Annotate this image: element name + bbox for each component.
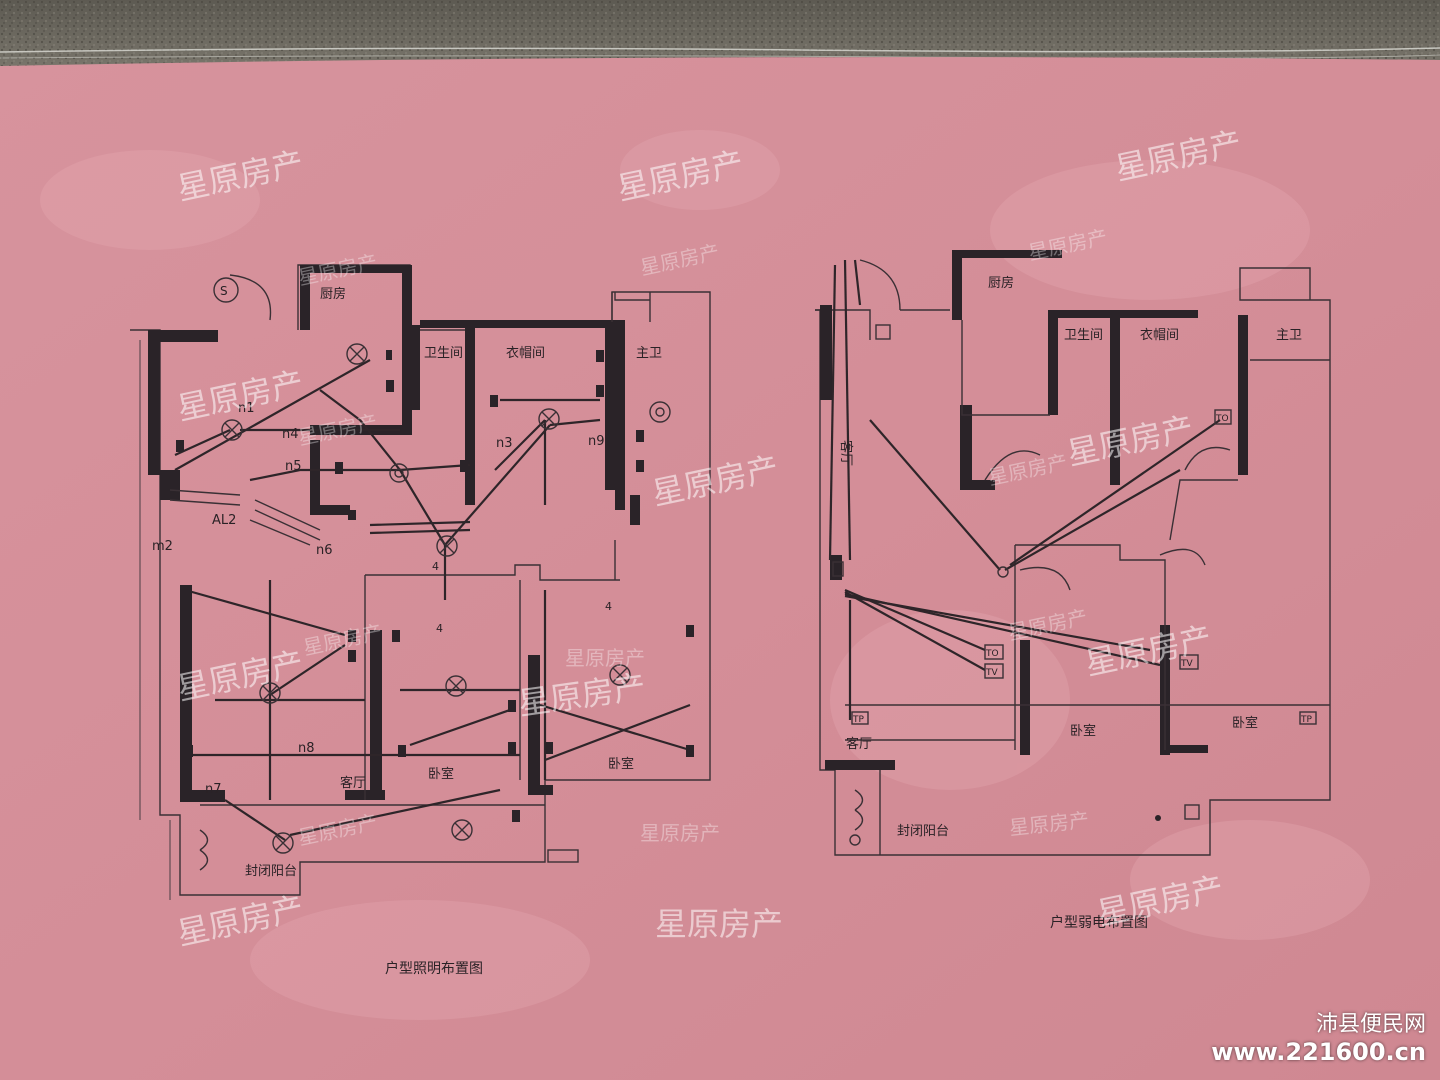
- room-label-closet: 衣帽间: [1140, 327, 1179, 343]
- circuit-label: n9: [588, 434, 605, 449]
- plan-caption-lighting: 户型照明布置图: [385, 960, 483, 977]
- circuit-label: AL2: [212, 513, 236, 528]
- circuit-label: n7: [205, 782, 222, 797]
- room-label-bedroom-2: 卧室: [1232, 715, 1258, 731]
- mesh-strand: [0, 54, 1440, 59]
- room-label-kitchen: 厨房: [320, 286, 346, 302]
- circuit-count: 4: [605, 600, 612, 613]
- outlet-symbols: [832, 324, 1317, 820]
- circuit-label: m2: [152, 539, 173, 554]
- room-label-closet: 衣帽间: [506, 345, 545, 361]
- outlet-label: TO: [985, 649, 999, 659]
- site-watermark-name: 沛县便民网: [1315, 1012, 1426, 1037]
- site-watermark-url: www.221600.cn: [1211, 1038, 1426, 1066]
- plan-caption-low-voltage: 户型弱电布置图: [1050, 914, 1148, 931]
- room-label-balcony: 封闭阳台: [897, 824, 949, 839]
- circuit-label: n6: [316, 543, 333, 558]
- outlet-label: TO: [1215, 414, 1229, 424]
- outlet-label: TV: [1180, 659, 1193, 669]
- room-label-balcony: 封闭阳台: [245, 864, 297, 879]
- room-label-bathroom: 卫生间: [1064, 328, 1103, 343]
- circuit-label: n4: [282, 427, 299, 442]
- low-voltage-floor-plan: 厨房 卫生间 衣帽间 主卫 客厅 客厅 卧室 卧室 封闭阳台 TO TO TV …: [815, 250, 1331, 931]
- site-watermark: 沛县便民网 www.221600.cn: [1211, 1006, 1426, 1066]
- outlet-label: TP: [852, 715, 864, 725]
- watermark-text: 星原房产: [565, 646, 645, 670]
- socket-mark: S: [220, 284, 228, 298]
- room-label-living: 客厅: [340, 775, 366, 791]
- room-label-bedroom-2: 卧室: [608, 756, 634, 772]
- room-label-bedroom-1: 卧室: [428, 766, 454, 782]
- ceiling-light-symbols: [221, 343, 671, 854]
- circuit-label: n8: [298, 741, 315, 756]
- glue-texture: [40, 130, 1370, 1020]
- circuit-label: n1: [238, 401, 255, 416]
- circuit-label: n5: [285, 459, 302, 474]
- room-label-bathroom: 卫生间: [424, 346, 463, 361]
- watermark-text: 星原房产: [640, 821, 720, 845]
- switch-symbols: [176, 350, 694, 822]
- circuit-count: 4: [436, 622, 443, 635]
- room-label-bedroom-1: 卧室: [1070, 723, 1096, 739]
- circuit-label: n3: [496, 436, 513, 451]
- room-label-master-bath: 主卫: [1276, 328, 1302, 343]
- room-label-master-bath: 主卫: [636, 346, 662, 361]
- lighting-floor-plan: 厨房 卫生间 衣帽间 主卫 客厅 卧室 卧室 封闭阳台 n1 n4 n5 n6 …: [130, 264, 711, 977]
- outlet-label: TP: [1300, 715, 1312, 725]
- mesh-strand: [0, 47, 1440, 53]
- room-label-living-lower: 客厅: [846, 736, 872, 752]
- circuit-count: 4: [432, 560, 439, 573]
- room-label-living: 客厅: [838, 440, 854, 466]
- watermark-text: 星原房产: [655, 905, 783, 943]
- room-label-kitchen: 厨房: [988, 275, 1014, 291]
- outlet-label: TV: [985, 668, 998, 678]
